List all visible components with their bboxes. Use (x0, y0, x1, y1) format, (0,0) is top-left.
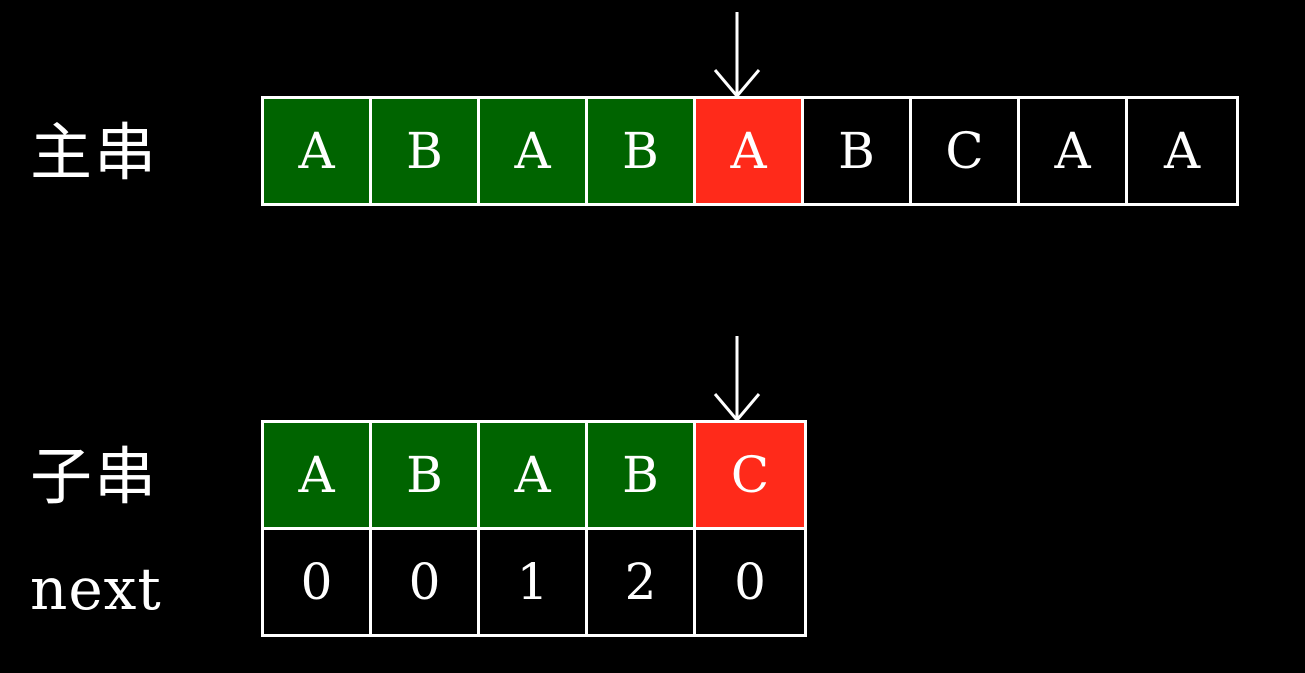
next-value-cell-0: 0 (264, 530, 372, 634)
main-string-cell-3: B (588, 99, 696, 203)
pattern-pointer-arrow-icon (713, 336, 761, 423)
pattern-string-label: 子串 (30, 440, 159, 513)
next-value-cell-3: 2 (588, 530, 696, 634)
pattern-string-cell-0: A (264, 423, 372, 527)
main-pointer-arrow-icon (713, 12, 761, 99)
main-string-cell-2: A (480, 99, 588, 203)
main-string-label: 主串 (30, 116, 159, 189)
main-string-cell-6: C (912, 99, 1020, 203)
pattern-string-cell-1: B (372, 423, 480, 527)
main-string-cell-4: A (696, 99, 804, 203)
next-value-cell-4: 0 (696, 530, 804, 634)
pattern-string-cell-2: A (480, 423, 588, 527)
main-string-cell-0: A (264, 99, 372, 203)
main-string-cell-5: B (804, 99, 912, 203)
main-string-cell-7: A (1020, 99, 1128, 203)
next-array-label: next (30, 555, 162, 623)
pattern-string-cell-3: B (588, 423, 696, 527)
next-value-cell-2: 1 (480, 530, 588, 634)
main-string-cell-8: A (1128, 99, 1236, 203)
next-value-cell-1: 0 (372, 530, 480, 634)
main-string-cell-1: B (372, 99, 480, 203)
pattern-string-cell-4: C (696, 423, 804, 527)
